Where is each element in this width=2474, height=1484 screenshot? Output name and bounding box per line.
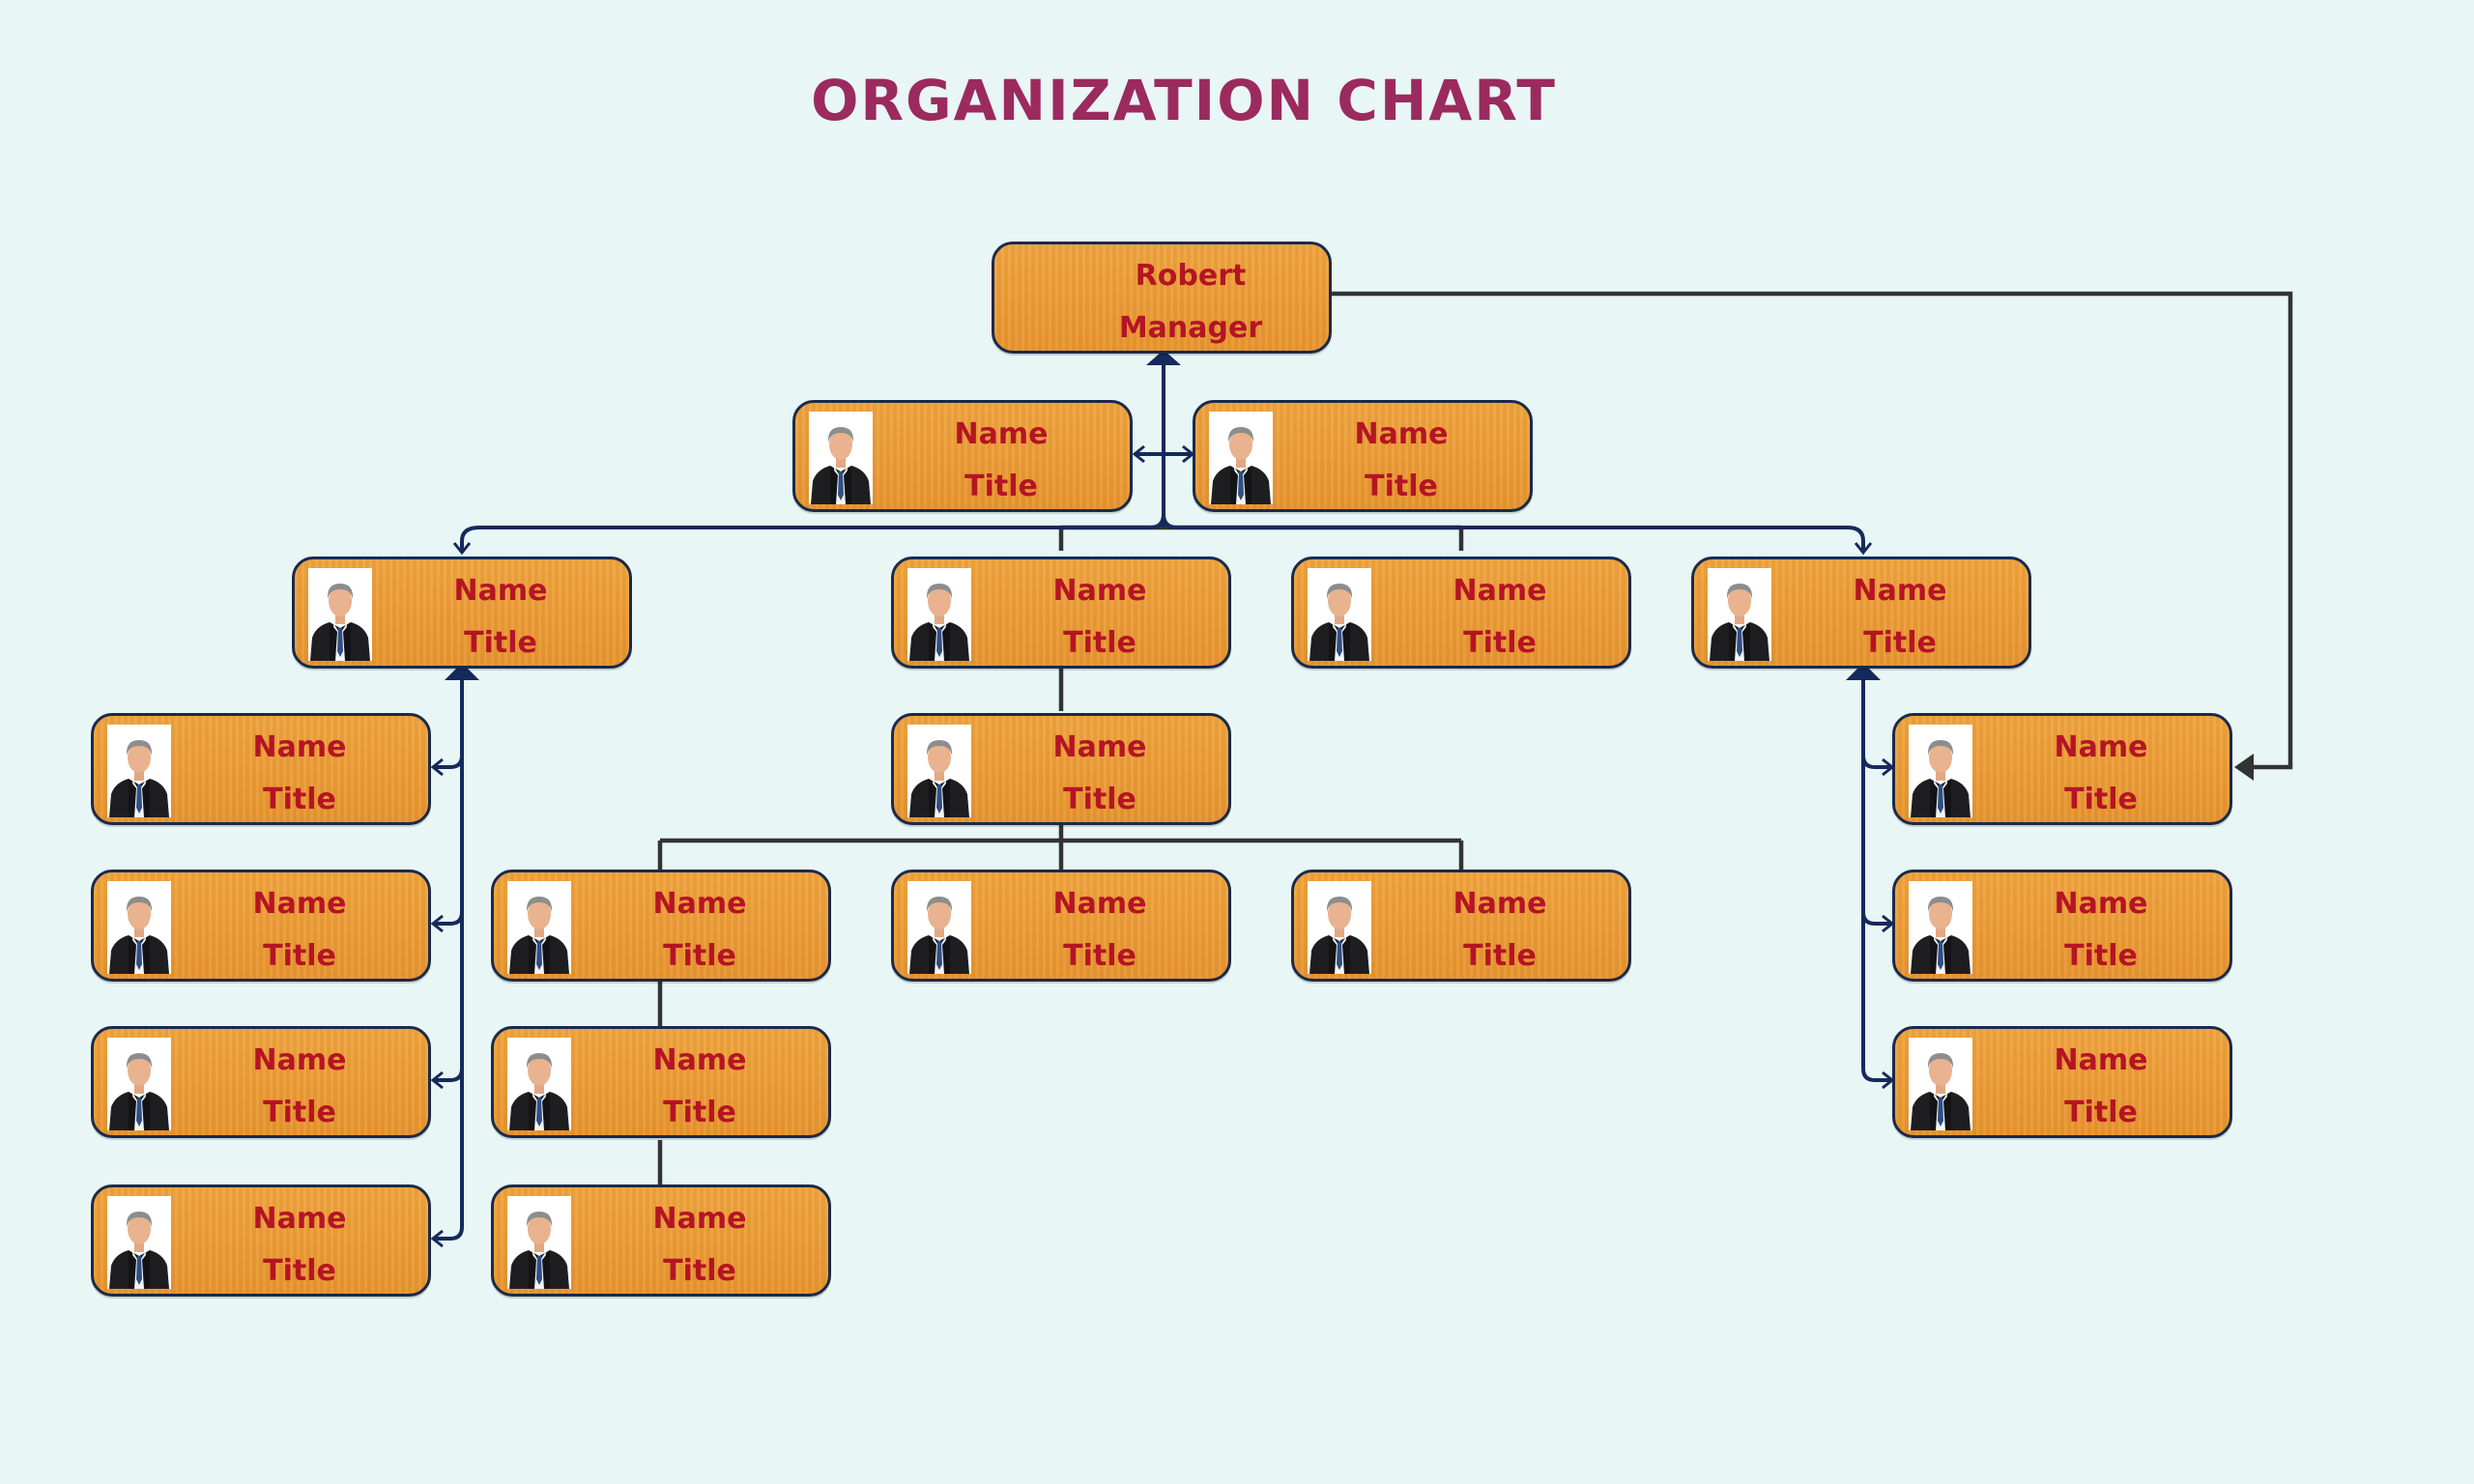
- node-name: Name: [652, 1202, 747, 1236]
- node-name: Name: [652, 1043, 747, 1077]
- node-title: Title: [663, 939, 736, 973]
- businessman-avatar-icon: [1308, 568, 1371, 661]
- businessman-avatar-icon: [107, 1038, 171, 1130]
- businessman-avatar-icon: [1909, 725, 1972, 817]
- node-title: Title: [1063, 626, 1136, 660]
- node-name: Robert: [1135, 259, 1247, 293]
- node-name: Name: [1052, 887, 1147, 921]
- node-title: Title: [2064, 1096, 2138, 1129]
- node-name: Name: [1052, 730, 1147, 764]
- node-title: Title: [2064, 939, 2138, 973]
- node-title: Title: [1463, 939, 1537, 973]
- connector-root-to-right-branch: [1332, 291, 2293, 770]
- node-name: Name: [2054, 1043, 2148, 1077]
- node-name: Name: [252, 1202, 347, 1236]
- businessman-avatar-icon: [809, 412, 873, 504]
- node-title: Manager: [1118, 311, 1263, 345]
- businessman-avatar-icon: [507, 881, 571, 974]
- businessman-avatar-icon: [1708, 568, 1771, 661]
- connector-left-branch: [433, 671, 464, 1241]
- node-title: Title: [263, 1254, 336, 1288]
- businessman-avatar-icon: [907, 725, 971, 817]
- businessman-avatar-icon: [507, 1196, 571, 1289]
- node-name: Name: [1453, 574, 1547, 608]
- connector-right-branch: [1861, 671, 1892, 1082]
- businessman-avatar-icon: [907, 568, 971, 661]
- node-title: Title: [464, 626, 537, 660]
- node-title: Title: [663, 1254, 736, 1288]
- businessman-avatar-icon: [1909, 1038, 1972, 1130]
- businessman-avatar-icon: [1909, 881, 1972, 974]
- node-name: Name: [652, 887, 747, 921]
- businessman-avatar-icon: [907, 881, 971, 974]
- businessman-avatar-icon: [107, 881, 171, 974]
- businessman-avatar-icon: [1308, 881, 1371, 974]
- node-name: Name: [252, 1043, 347, 1077]
- node-title: Title: [2064, 783, 2138, 816]
- businessman-avatar-icon: [107, 1196, 171, 1289]
- node-name: Name: [2054, 730, 2148, 764]
- node-name: Name: [954, 417, 1049, 451]
- businessman-avatar-icon: [107, 725, 171, 817]
- node-title: Title: [1463, 626, 1537, 660]
- node-name: Name: [1052, 574, 1147, 608]
- node-title: Title: [1063, 783, 1136, 816]
- node-title: Title: [1063, 939, 1136, 973]
- businessman-avatar-icon: [308, 568, 372, 661]
- node-name: Name: [252, 730, 347, 764]
- node-name: Name: [1853, 574, 1947, 608]
- node-title: Title: [263, 939, 336, 973]
- node-name: Name: [252, 887, 347, 921]
- node-title: Title: [1365, 470, 1438, 503]
- node-name: Name: [1354, 417, 1449, 451]
- node-title: Title: [663, 1096, 736, 1129]
- node-name: Name: [453, 574, 548, 608]
- node-title: Title: [263, 1096, 336, 1129]
- businessman-avatar-icon: [1209, 412, 1273, 504]
- node-title: Title: [263, 783, 336, 816]
- node-title: Title: [1863, 626, 1937, 660]
- node-name: Name: [1453, 887, 1547, 921]
- node-title: Title: [964, 470, 1038, 503]
- businessman-avatar-icon: [507, 1038, 571, 1130]
- chart-title: ORGANIZATION CHART: [811, 68, 1557, 133]
- node-name: Name: [2054, 887, 2148, 921]
- arrowhead-right-branch: [2234, 754, 2254, 781]
